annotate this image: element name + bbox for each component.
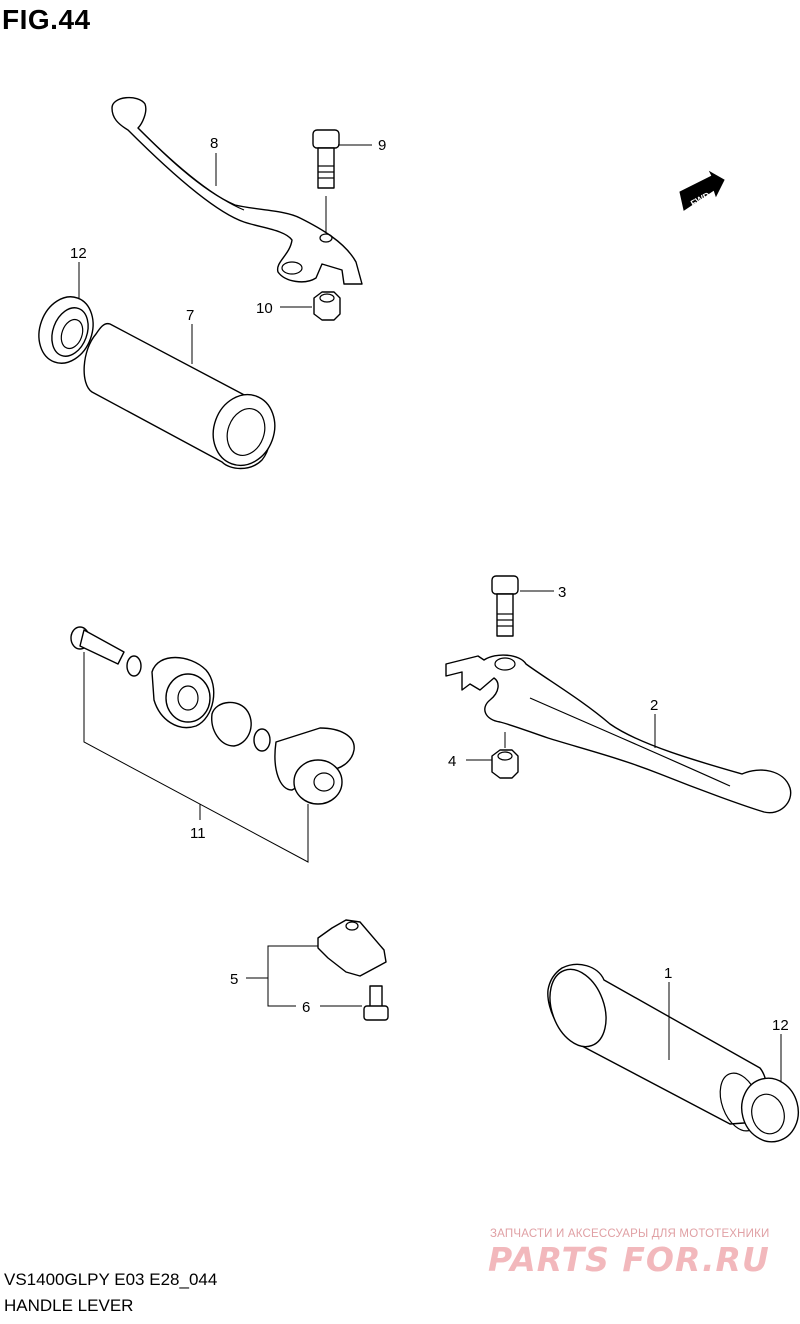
callout-9: 9 <box>378 137 386 154</box>
callout-7: 7 <box>186 307 194 324</box>
callout-12-top: 12 <box>70 245 87 262</box>
part-12-grip-end-bottom <box>741 1077 799 1143</box>
callout-labels: 8 9 10 12 7 3 2 4 11 5 6 1 12 <box>70 135 789 1034</box>
callout-4: 4 <box>448 753 456 770</box>
part-3-pivot-bolt <box>491 575 519 637</box>
callout-6: 6 <box>302 999 310 1016</box>
callout-5: 5 <box>230 971 238 988</box>
figure-model-code: VS1400GLPY E03 E28_044 <box>4 1270 218 1289</box>
figure-name: HANDLE LEVER <box>4 1296 134 1315</box>
part-1-throttle-grip <box>547 963 768 1132</box>
part-8-clutch-lever <box>111 97 363 285</box>
figure-title: FIG.44 <box>2 4 91 35</box>
callout-3: 3 <box>558 584 566 601</box>
part-12-grip-end-top <box>38 296 94 364</box>
callout-8: 8 <box>210 135 218 152</box>
callout-2: 2 <box>650 697 658 714</box>
watermark-brand: PARTS FOR.RU <box>488 1240 770 1279</box>
part-5-brake-switch <box>317 919 387 977</box>
part-7-grip-left <box>83 322 276 470</box>
part-6-screw <box>363 985 389 1021</box>
forward-direction-tag: FWD <box>679 170 725 211</box>
leader-lines <box>78 144 782 1082</box>
forward-arrow-icon <box>679 170 725 211</box>
part-2-brake-lever <box>445 654 792 814</box>
callout-10: 10 <box>256 300 273 317</box>
part-4-nut <box>491 749 519 779</box>
watermark-tagline: ЗАПЧАСТИ И АКСЕССУАРЫ ДЛЯ МОТОТЕХНИКИ <box>490 1228 770 1240</box>
callout-1: 1 <box>664 965 672 982</box>
part-10-nut <box>313 291 341 321</box>
part-11-lever-assembly <box>70 626 355 805</box>
callout-12-bottom: 12 <box>772 1017 789 1034</box>
callout-11: 11 <box>190 825 206 842</box>
part-9-pivot-bolt <box>312 129 340 189</box>
